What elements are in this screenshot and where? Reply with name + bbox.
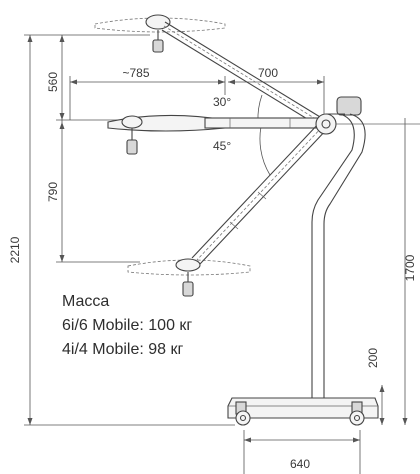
lamp-head-lower [127, 258, 251, 297]
dim-upper-offset: 560 [46, 72, 60, 92]
lamp-head-upper [94, 14, 226, 53]
mass-line-4i: 4i/4 Mobile: 98 кг [62, 341, 184, 358]
arm-upper [161, 21, 326, 129]
stand-column [311, 113, 366, 398]
arm-lower [191, 121, 329, 265]
mass-note: Масса 6i/6 Mobile: 100 кг 4i/4 Mobile: 9… [62, 290, 192, 362]
dim-base-width: 640 [290, 457, 310, 471]
dim-total-height: 2210 [8, 236, 22, 263]
mobile-base [227, 397, 379, 419]
dim-angle-down: 45° [213, 139, 231, 153]
dim-lower-offset: 790 [46, 182, 60, 202]
dim-arm-length: 700 [258, 66, 278, 80]
dim-base-height: 200 [366, 348, 380, 368]
dim-horizontal-reach: ~785 [122, 66, 149, 80]
mass-line-6i: 6i/6 Mobile: 100 кг [62, 317, 193, 334]
dimension-lines [24, 34, 408, 474]
arm-middle [204, 117, 326, 129]
dim-stand-height: 1700 [403, 254, 417, 281]
wheels [235, 410, 365, 426]
pivot-joint [315, 96, 420, 135]
mass-title: Масса [62, 293, 110, 310]
dim-angle-up: 30° [213, 95, 231, 109]
